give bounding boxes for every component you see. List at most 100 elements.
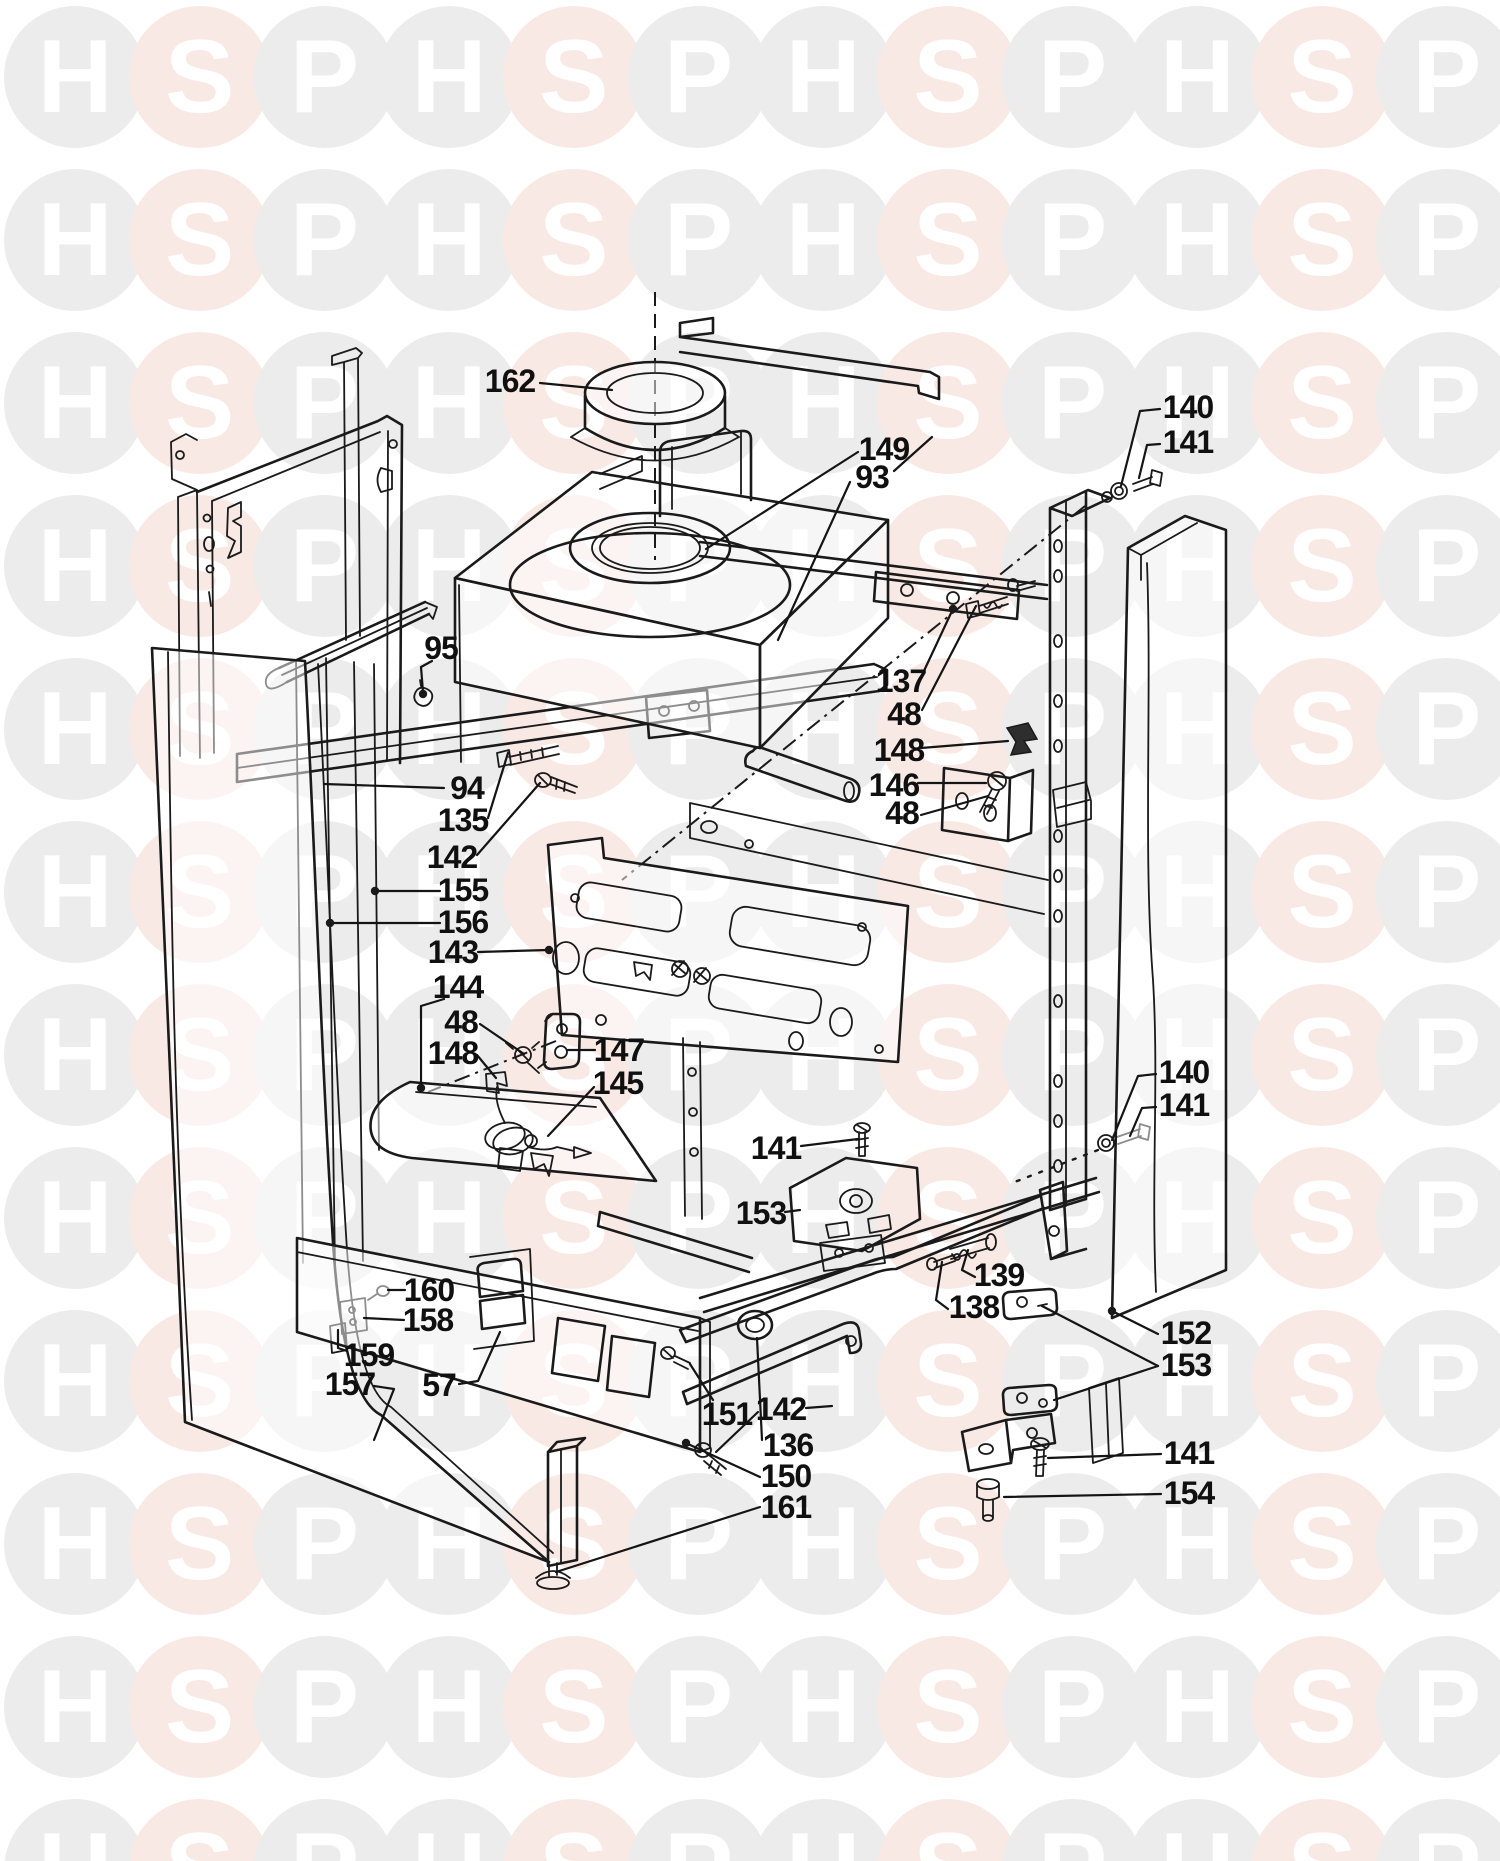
watermark-circle	[253, 1799, 395, 1861]
watermark-circle	[4, 332, 146, 474]
part-label-94: 94	[450, 770, 485, 806]
watermark-circle	[752, 1310, 895, 1452]
watermark-letter: S	[1287, 182, 1356, 298]
right-channel	[621, 469, 1163, 1212]
watermark-letter: S	[913, 182, 982, 298]
watermark-circle	[4, 1147, 146, 1289]
watermark-letter: H	[1160, 19, 1235, 135]
watermark-circle	[1251, 1147, 1393, 1289]
leader-line-57	[457, 1330, 502, 1386]
rear-corner-post	[331, 347, 363, 641]
watermark-letter: P	[1038, 671, 1107, 787]
watermark-circle	[1375, 984, 1500, 1126]
labels-layer: 1621499314014195941351421551561431444814…	[322, 363, 1216, 1574]
watermark-circle	[128, 495, 271, 637]
part-label-135: 135	[438, 802, 489, 838]
watermark-letter: H	[37, 997, 112, 1113]
side-rail-bracket-137	[698, 540, 1049, 621]
insulation-tube	[744, 746, 861, 803]
watermark-letter: S	[913, 1812, 982, 1861]
watermark-letter: S	[913, 834, 982, 950]
watermark-circle	[4, 6, 146, 148]
watermark-letter: S	[1287, 1160, 1356, 1276]
watermark-letter: S	[1287, 834, 1356, 950]
watermark-circle	[4, 658, 146, 800]
watermark-letter: P	[1412, 1812, 1481, 1861]
leader-line-157	[372, 1384, 396, 1442]
watermark-circle	[876, 495, 1019, 637]
watermark-circle	[752, 1636, 895, 1778]
part-label-141c: 141	[751, 1130, 802, 1166]
watermark-letter: P	[664, 1649, 733, 1765]
watermark-letter: H	[37, 671, 112, 787]
capillary-145	[484, 1086, 592, 1159]
watermark-circle	[876, 6, 1019, 148]
screw-142-upper	[534, 772, 578, 794]
watermark-letter: S	[913, 508, 982, 624]
watermark-letter: S	[539, 1486, 608, 1602]
watermark-circle	[1375, 658, 1500, 800]
watermark-letter: S	[1287, 508, 1356, 624]
part-label-161: 161	[761, 1489, 812, 1525]
watermark-letter: H	[1160, 1649, 1235, 1765]
watermark-letter: P	[1412, 345, 1481, 461]
watermark-circle	[877, 1799, 1019, 1861]
watermark-letter: P	[1412, 182, 1481, 298]
watermark-circle	[1251, 332, 1393, 474]
part-label-152: 152	[1161, 1315, 1212, 1351]
leader-line-142a	[475, 781, 542, 857]
watermark-circle	[1126, 1799, 1268, 1861]
watermark-circle	[4, 1799, 146, 1861]
watermark-circle	[1251, 495, 1393, 637]
watermark-circle	[752, 169, 895, 311]
watermark-circle	[1375, 169, 1500, 311]
bolt-135	[496, 745, 560, 768]
part-label-141a: 141	[1163, 424, 1214, 460]
watermark-letter: P	[290, 1486, 359, 1602]
watermark-letter: P	[290, 1812, 359, 1861]
watermark-circle	[1126, 332, 1269, 474]
part-label-141d: 141	[1164, 1435, 1215, 1471]
screws-140-141-top	[1101, 469, 1163, 503]
watermark-circle	[128, 6, 271, 148]
watermark-letter: H	[786, 182, 861, 298]
watermark-letter: H	[786, 345, 861, 461]
line-art	[150, 292, 1228, 1590]
watermark-letter: H	[412, 19, 487, 135]
watermark-letter: P	[1412, 508, 1481, 624]
watermark-circle	[1001, 169, 1144, 311]
leader-line-48b	[920, 604, 978, 712]
leader-line-145	[546, 1085, 596, 1138]
watermark-circle	[1251, 821, 1393, 963]
watermark-circle	[1251, 984, 1393, 1126]
leader-line-141a	[1137, 442, 1162, 480]
part-label-48c: 48	[885, 795, 919, 831]
bracket-146	[940, 722, 1092, 843]
fittings-139-138	[926, 1233, 997, 1271]
part-label-138: 138	[949, 1289, 1000, 1325]
part-label-142b: 142	[756, 1391, 807, 1427]
watermark-letter: H	[786, 1812, 861, 1861]
watermark-circle	[128, 332, 271, 474]
part-label-140b: 140	[1159, 1054, 1210, 1090]
watermark-letter: H	[412, 1160, 487, 1276]
part-label-48b: 48	[887, 696, 921, 732]
part-label-143: 143	[428, 934, 479, 970]
leader-line-138	[934, 1260, 950, 1311]
watermark-letter: H	[786, 19, 861, 135]
right-side-panel-152	[1110, 514, 1228, 1320]
watermark-letter: S	[539, 1812, 608, 1861]
watermark-circle	[4, 1473, 146, 1615]
leader-line-95	[419, 659, 434, 694]
watermark-circle	[752, 1473, 895, 1615]
watermark-circle	[378, 1147, 521, 1289]
watermark-letter: P	[1038, 834, 1107, 950]
leader-line-161	[554, 1505, 762, 1574]
part-label-139: 139	[974, 1257, 1025, 1293]
watermark-circle	[1375, 1636, 1500, 1778]
leader-line-141b	[1128, 1105, 1158, 1138]
watermark-circle	[1126, 6, 1269, 148]
part-label-158: 158	[403, 1302, 454, 1338]
watermark-letter: H	[1160, 1323, 1235, 1439]
